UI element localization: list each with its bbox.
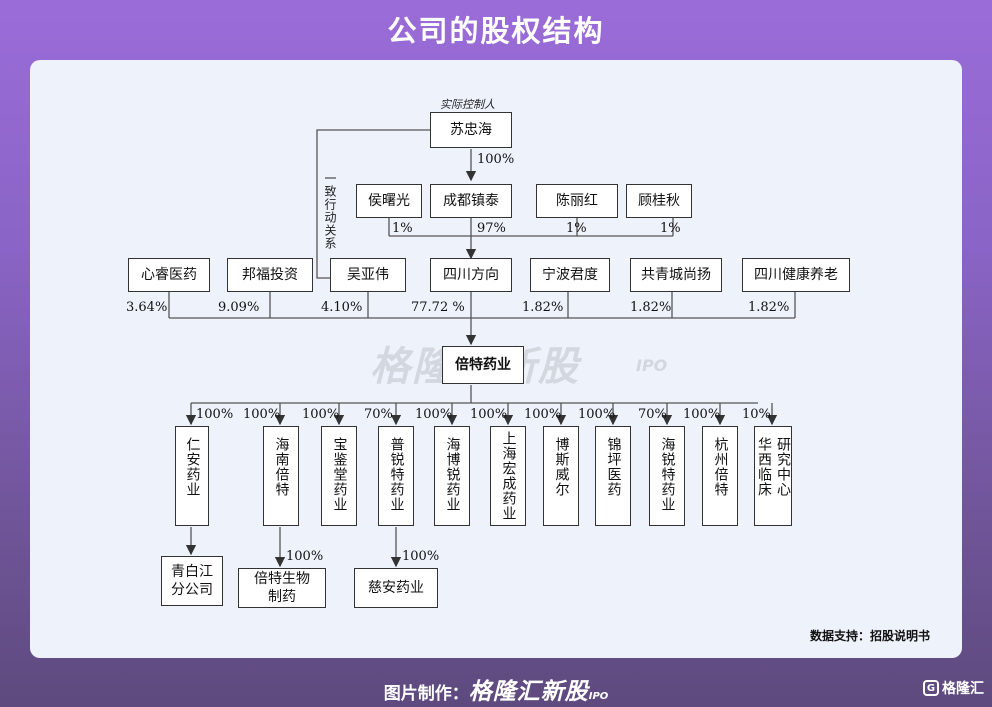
pct-sub-1: 100%	[243, 407, 281, 422]
footer-brand: 格隆汇新股	[468, 679, 589, 705]
watermark-ipo: IPO	[636, 356, 668, 375]
diagram-card: 实际控制人 苏忠海 100% 一致行动关系 侯曙光 成都镇泰 陈丽红 顾桂秋 1…	[30, 60, 962, 658]
pct-gongqing: 1.82%	[630, 300, 672, 315]
node-huaxi-clinical: 华西临床 研究中心	[754, 426, 792, 526]
pct-sub-4: 100%	[415, 407, 453, 422]
pct-houshuguang: 1%	[392, 221, 413, 236]
node-gu-guiqiu: 顾桂秋	[626, 184, 692, 218]
node-ningbo-junduo: 宁波君度	[530, 258, 610, 292]
pct-suzhonghai-chengdu: 100%	[477, 152, 515, 167]
pct-xinrui: 3.64%	[126, 300, 168, 315]
node-chengdu-zhentai: 成都镇泰	[430, 184, 512, 218]
node-hairuite: 海锐特药业	[649, 426, 685, 526]
node-bosiweier: 博斯威尔	[543, 426, 579, 526]
connector-lines	[168, 129, 796, 568]
node-hangzhou-beite: 杭州倍特	[702, 426, 738, 526]
page-title: 公司的股权结构	[387, 14, 605, 48]
footer: 图片制作：格隆汇新股IPO	[383, 679, 609, 705]
pct-sub-6: 100%	[524, 407, 562, 422]
corner-logo: G 格隆汇	[923, 678, 984, 698]
pct-sub-9: 100%	[683, 407, 721, 422]
pct-beite-bio: 100%	[286, 549, 324, 564]
pct-chengdu: 97%	[477, 221, 506, 236]
node-hainan-beite: 海南倍特	[263, 426, 299, 526]
pct-sub-3: 70%	[364, 407, 393, 422]
node-shanghai-hongcheng: 上海宏成药业	[490, 426, 526, 526]
node-houshuguang: 侯曙光	[356, 184, 422, 218]
pct-cian: 100%	[402, 549, 440, 564]
node-renan: 仁安药业	[175, 426, 209, 526]
node-wu-yawei: 吴亚伟	[330, 258, 406, 292]
node-cian: 慈安药业	[354, 568, 438, 608]
node-chen-lihong: 陈丽红	[536, 184, 618, 218]
logo-icon: G	[923, 680, 939, 696]
node-gongqing: 共青城尚扬	[630, 258, 722, 292]
pct-sub-7: 100%	[578, 407, 616, 422]
node-jinping: 锦坪医药	[595, 426, 631, 526]
pct-ningbo-junduo: 1.82%	[522, 300, 564, 315]
pct-sichuan-jiankang: 1.82%	[748, 300, 790, 315]
node-haiborui: 海博锐药业	[434, 426, 470, 526]
pct-sub-5: 100%	[470, 407, 508, 422]
pct-sub-8: 70%	[638, 407, 667, 422]
node-bangfu: 邦福投资	[227, 258, 313, 292]
pct-sichuan-fangxiang: 77.72 %	[411, 300, 465, 315]
node-baojiantang: 宝鉴堂药业	[321, 426, 357, 526]
node-beite: 倍特药业	[442, 346, 524, 384]
node-sichuan-fangxiang: 四川方向	[430, 258, 512, 292]
source-note: 数据支持：招股说明书	[809, 629, 930, 643]
node-qingbaijiang: 青白江 分公司	[161, 556, 223, 606]
pct-sub-10: 10%	[742, 407, 771, 422]
controller-label: 实际控制人	[440, 98, 495, 111]
node-suzhonghai: 苏忠海	[430, 112, 512, 148]
node-xinrui: 心睿医药	[128, 258, 210, 292]
node-puruite: 普锐特药业	[378, 426, 414, 526]
pct-wu-yawei: 4.10%	[321, 300, 363, 315]
node-beite-bio: 倍特生物 制药	[238, 568, 326, 608]
pct-sub-0: 100%	[196, 407, 234, 422]
pct-sub-2: 100%	[302, 407, 340, 422]
pct-chen-lihong: 1%	[566, 221, 587, 236]
acting-in-concert-label: 一致行动关系	[323, 172, 337, 250]
node-sichuan-jiankang: 四川健康养老	[742, 258, 850, 292]
pct-bangfu: 9.09%	[218, 300, 260, 315]
pct-gu-guiqiu: 1%	[660, 221, 681, 236]
footer-ipo: IPO	[588, 691, 609, 702]
